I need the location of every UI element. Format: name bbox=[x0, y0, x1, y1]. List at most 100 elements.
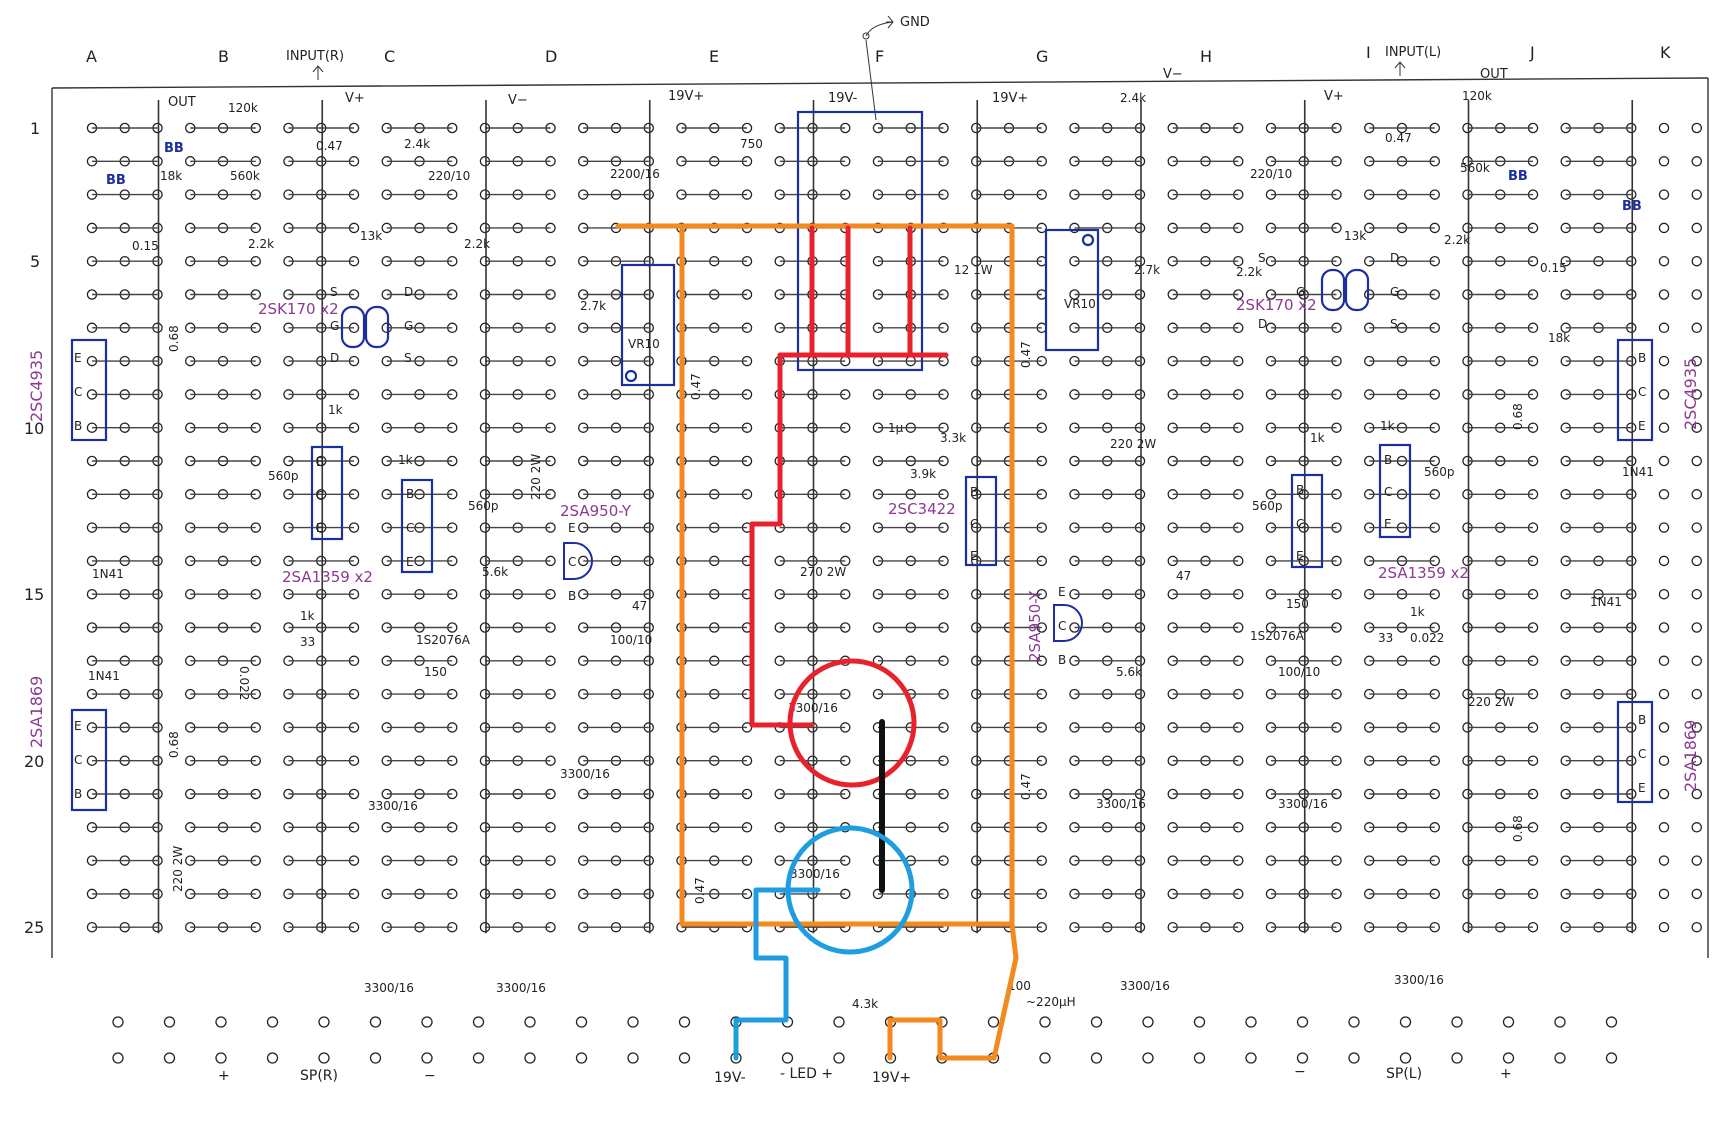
row-5: 5 bbox=[30, 252, 40, 271]
svg-text:B: B bbox=[1296, 483, 1304, 497]
svg-text:2.2k: 2.2k bbox=[464, 237, 490, 251]
svg-text:C: C bbox=[970, 517, 978, 531]
svg-text:S: S bbox=[1390, 317, 1398, 331]
svg-text:1k: 1k bbox=[398, 453, 413, 467]
svg-text:2SA1359 x2: 2SA1359 x2 bbox=[1378, 564, 1469, 582]
driver-transistor-l2 bbox=[400, 478, 434, 574]
svg-text:33: 33 bbox=[300, 635, 315, 649]
svg-text:2.2k: 2.2k bbox=[1236, 265, 1262, 279]
svg-text:1N41: 1N41 bbox=[88, 669, 120, 683]
red-reservoir-highlight bbox=[787, 658, 917, 788]
svg-text:~220μH: ~220μH bbox=[1026, 995, 1076, 1009]
speaker-r-label: SP(R) bbox=[300, 1068, 338, 1084]
column-f: F bbox=[875, 47, 884, 66]
right-lower-transistor-label: 2SA1869 bbox=[1681, 720, 1700, 792]
board-hole bbox=[1691, 389, 1703, 400]
board-hole bbox=[1658, 489, 1670, 500]
svg-text:560p: 560p bbox=[1252, 499, 1283, 513]
svg-text:0.68: 0.68 bbox=[1511, 403, 1525, 430]
svg-text:D: D bbox=[330, 351, 339, 365]
svg-text:0.022: 0.022 bbox=[1410, 631, 1444, 645]
terminal-hole bbox=[1399, 1016, 1412, 1028]
terminal-hole bbox=[421, 1052, 433, 1064]
terminal-hole bbox=[1451, 1016, 1463, 1028]
board-hole bbox=[1658, 355, 1670, 367]
board-hole bbox=[1691, 822, 1703, 833]
board-hole bbox=[1658, 122, 1670, 134]
board-hole bbox=[1691, 322, 1703, 334]
svg-text:100/10: 100/10 bbox=[610, 633, 652, 647]
svg-text:47: 47 bbox=[1176, 569, 1191, 583]
svg-text:3300/16: 3300/16 bbox=[1394, 973, 1444, 987]
terminal-hole bbox=[1348, 1052, 1360, 1064]
board-hole bbox=[1691, 888, 1703, 900]
row-25: 25 bbox=[24, 918, 44, 937]
bb-marker-1: BB bbox=[164, 141, 184, 156]
board-hole bbox=[1691, 921, 1703, 933]
rectifier-box bbox=[796, 110, 924, 372]
column-d: D bbox=[545, 47, 557, 66]
row-20: 20 bbox=[24, 752, 44, 771]
svg-text:D: D bbox=[404, 285, 413, 299]
svg-text:B: B bbox=[1638, 713, 1646, 727]
svg-text:0.47: 0.47 bbox=[1019, 773, 1033, 800]
svg-text:C: C bbox=[1638, 747, 1646, 761]
column-h: H bbox=[1200, 47, 1212, 66]
svg-text:0.15: 0.15 bbox=[1540, 261, 1567, 275]
board-hole bbox=[1691, 722, 1703, 733]
hole-grid bbox=[86, 122, 1703, 1064]
bb-marker-4: BB bbox=[1622, 199, 1642, 214]
svg-text:3.3k: 3.3k bbox=[940, 431, 966, 445]
svg-text:560k: 560k bbox=[230, 169, 260, 183]
column-c: C bbox=[384, 47, 395, 66]
power-transistor-left-lower bbox=[70, 708, 108, 812]
rail-19v-plus-right: 19V+ bbox=[992, 91, 1028, 106]
svg-text:B: B bbox=[316, 455, 324, 469]
terminal-hole bbox=[1039, 1016, 1051, 1028]
column-i: I bbox=[1366, 43, 1371, 62]
power-transistor-right-lower bbox=[1616, 700, 1654, 804]
svg-text:E: E bbox=[970, 549, 978, 563]
svg-text:5.6k: 5.6k bbox=[482, 565, 508, 579]
terminal-hole bbox=[266, 1052, 279, 1064]
svg-text:13k: 13k bbox=[360, 229, 382, 243]
gnd-label: GND bbox=[900, 15, 930, 30]
svg-text:1k: 1k bbox=[1410, 605, 1425, 619]
svg-text:2.2k: 2.2k bbox=[1444, 233, 1470, 247]
svg-text:C: C bbox=[1638, 385, 1646, 399]
terminal-hole bbox=[1502, 1052, 1515, 1064]
svg-text:33: 33 bbox=[1378, 631, 1393, 645]
svg-text:220/10: 220/10 bbox=[428, 169, 470, 183]
board-hole bbox=[1658, 222, 1670, 234]
svg-text:47: 47 bbox=[632, 599, 647, 613]
svg-text:2.7k: 2.7k bbox=[1134, 263, 1160, 277]
board-hole bbox=[1691, 622, 1703, 633]
terminal-hole bbox=[318, 1016, 330, 1028]
svg-text:220/10: 220/10 bbox=[1250, 167, 1292, 181]
terminal-hole bbox=[1502, 1016, 1515, 1028]
led-label: - LED + bbox=[780, 1066, 833, 1082]
svg-text:220 2W: 220 2W bbox=[1468, 695, 1514, 709]
svg-text:1N41: 1N41 bbox=[1622, 465, 1654, 479]
svg-text:270 2W: 270 2W bbox=[800, 565, 846, 579]
bias-markers: BB BB BB BB bbox=[106, 141, 1642, 214]
pin-labels: E C B E C B B C E B C E B C E B C E B C … bbox=[74, 251, 1646, 801]
2sa950-right-body bbox=[1053, 604, 1083, 642]
svg-text:560p: 560p bbox=[1424, 465, 1455, 479]
board-hole bbox=[1658, 622, 1670, 633]
svg-text:B: B bbox=[74, 419, 82, 433]
board-hole bbox=[1658, 189, 1670, 200]
terminal-hole bbox=[833, 1052, 845, 1064]
jfet-right bbox=[1320, 268, 1346, 312]
column-e: E bbox=[709, 47, 719, 66]
svg-text:E: E bbox=[1638, 419, 1646, 433]
svg-text:E: E bbox=[316, 521, 324, 535]
row-labels: 1 5 10 15 20 25 bbox=[24, 119, 44, 937]
svg-text:1k: 1k bbox=[1310, 431, 1325, 445]
terminal-hole bbox=[1090, 1052, 1103, 1064]
svg-text:150: 150 bbox=[424, 665, 447, 679]
terminal-hole bbox=[987, 1016, 1000, 1028]
terminal-hole bbox=[678, 1016, 691, 1028]
svg-text:750: 750 bbox=[740, 137, 763, 151]
